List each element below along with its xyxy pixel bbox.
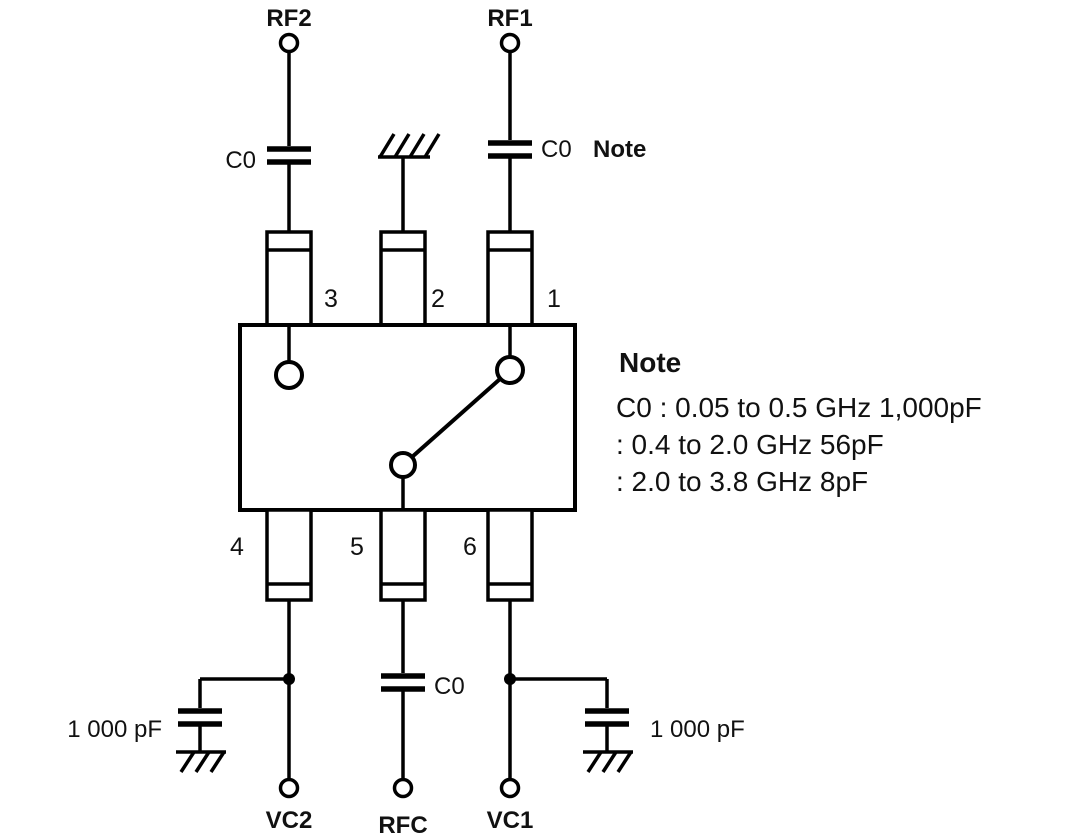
rfc-label: RFC xyxy=(378,812,427,839)
capacitor-bypass-left-icon xyxy=(178,708,222,727)
c0-rfc-label: C0 xyxy=(434,673,465,700)
ic-pin-5 xyxy=(379,508,427,602)
switch-pole-rfc xyxy=(389,451,417,479)
ground-hatch xyxy=(616,751,633,773)
c0-rf1-label: C0 xyxy=(541,136,572,163)
vc1-branch: 1 000 pF VC1 xyxy=(487,600,745,834)
ic-pin-3 xyxy=(265,230,313,327)
ground-hatch xyxy=(408,133,426,158)
pin-lead xyxy=(265,508,313,602)
vc1-terminal xyxy=(499,777,521,799)
pin-1-number: 1 xyxy=(547,285,561,313)
vc2-terminal xyxy=(278,777,300,799)
ground-hatch xyxy=(194,751,211,773)
pin-5-number: 5 xyxy=(350,533,364,561)
bypass-left-label: 1 000 pF xyxy=(67,716,162,743)
note-reference-label: Note xyxy=(593,136,646,163)
rfc-branch: C0 RFC xyxy=(378,600,465,839)
ground-hatch xyxy=(179,751,196,773)
ground-hatch xyxy=(393,133,411,158)
spdt-switch-icon xyxy=(274,325,525,510)
ground-top-icon xyxy=(378,133,441,232)
rfc-terminal xyxy=(392,777,414,799)
note-block: Note C0 : 0.05 to 0.5 GHz 1,000pF : 0.4 … xyxy=(616,347,982,497)
note-heading: Note xyxy=(619,347,681,378)
pin-lead xyxy=(379,508,427,602)
ic-body xyxy=(238,323,577,512)
ground-right-icon xyxy=(583,750,633,773)
ground-hatch xyxy=(209,751,226,773)
capacitor-c0-rf1-icon xyxy=(488,140,532,159)
ground-hatch xyxy=(423,133,441,158)
pin-3-number: 3 xyxy=(324,285,338,313)
pin-lead xyxy=(486,230,534,327)
ground-hatch xyxy=(601,751,618,773)
c0-rf2-label: C0 xyxy=(225,147,256,174)
rf2-branch: RF2 C0 xyxy=(225,5,312,232)
vc2-branch: 1 000 pF VC2 xyxy=(67,600,312,834)
ic-pin-6 xyxy=(486,508,534,602)
note-line-2: : 0.4 to 2.0 GHz 56pF xyxy=(616,429,884,460)
ic-pin-4 xyxy=(265,508,313,602)
rf2-terminal xyxy=(278,32,300,54)
ic-pin-1 xyxy=(486,230,534,327)
note-line-3: : 2.0 to 3.8 GHz 8pF xyxy=(616,466,868,497)
note-line-1: C0 : 0.05 to 0.5 GHz 1,000pF xyxy=(616,392,982,423)
rf1-label: RF1 xyxy=(487,5,532,32)
pin-6-number: 6 xyxy=(463,533,477,561)
capacitor-c0-rf2-icon xyxy=(267,146,311,165)
pin-4-number: 4 xyxy=(230,533,244,561)
rf2-label: RF2 xyxy=(266,5,311,32)
ground-left-icon xyxy=(176,750,226,773)
pin-lead xyxy=(379,230,427,327)
vc2-label: VC2 xyxy=(266,807,313,834)
ic-pin-2 xyxy=(379,230,427,327)
rf1-branch: RF1 C0 Note xyxy=(487,5,646,232)
rf1-terminal xyxy=(499,32,521,54)
switch-contact-rf1 xyxy=(495,355,525,385)
bypass-right-label: 1 000 pF xyxy=(650,716,745,743)
capacitor-c0-rfc-icon xyxy=(381,673,425,692)
pin-lead xyxy=(486,508,534,602)
ground-hatch xyxy=(378,133,396,158)
pin-lead xyxy=(265,230,313,327)
pin-2-number: 2 xyxy=(431,285,445,313)
capacitor-bypass-right-icon xyxy=(585,708,629,727)
ground-hatch xyxy=(586,751,603,773)
switch-arm xyxy=(410,377,502,459)
vc1-label: VC1 xyxy=(487,807,534,834)
switch-contact-rf2 xyxy=(274,360,304,390)
